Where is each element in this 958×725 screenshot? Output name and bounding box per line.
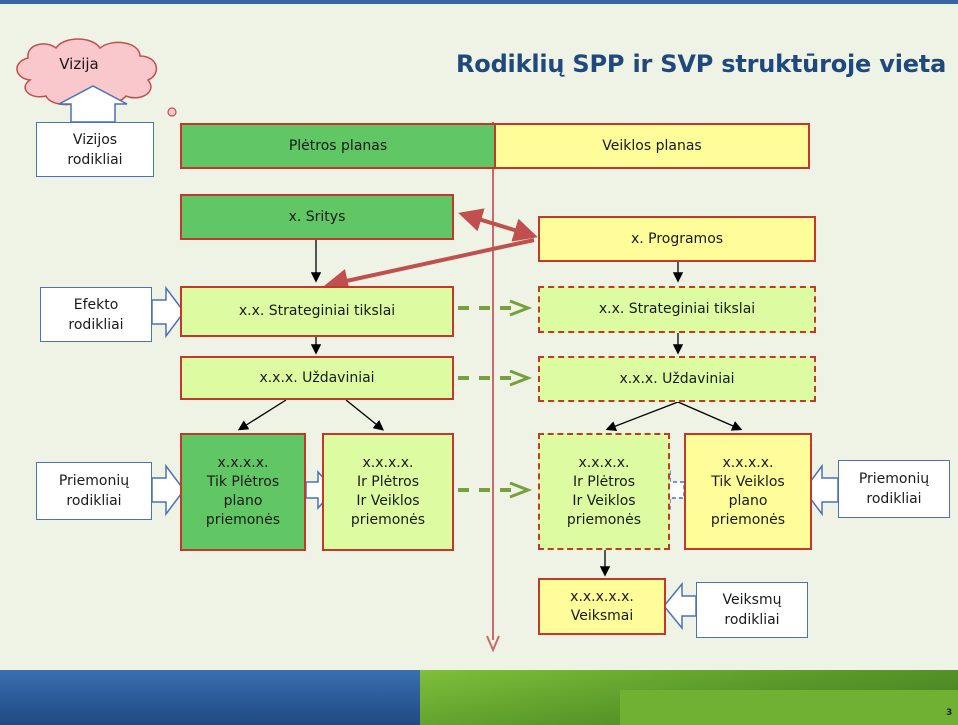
measure-line: Ir Veiklos (356, 493, 420, 509)
right-measures-only-box: x.x.x.x. Tik Veiklos plano priemonės (684, 433, 812, 550)
indicator-line: Priemonių (858, 471, 930, 487)
measure-line: priemonės (350, 512, 426, 528)
right-measures-both-box: x.x.x.x. Ir Plėtros Ir Veiklos priemonės (538, 433, 670, 550)
top-rule (0, 0, 958, 4)
indicator-line: rodikliai (67, 151, 123, 168)
left-strategic-goals-box: x.x. Strateginiai tikslai (180, 286, 454, 337)
measure-line: priemonės (205, 512, 281, 528)
effect-indicator-arrow (151, 285, 185, 339)
bottom-grass-field (620, 690, 958, 725)
left-measures-only-box: x.x.x.x. Tik Plėtros plano priemonės (180, 433, 306, 551)
indicator-line: rodikliai (724, 612, 780, 628)
vision-label: Vizija (59, 54, 99, 73)
vision-indicator-arrow (58, 85, 128, 123)
right-tasks-box: x.x.x. Uždaviniai (538, 356, 816, 402)
vision-cloud (16, 38, 204, 134)
activity-plan-header: Veiklos planas (494, 123, 810, 169)
measure-line: x.x.x.x. (362, 455, 414, 471)
indicator-line: Veiksmų (722, 592, 782, 608)
indicator-line: Vizijos (72, 131, 118, 148)
development-plan-header: Plėtros planas (180, 123, 496, 169)
measure-line: Tik Veiklos (711, 473, 785, 490)
measure-line: plano (223, 493, 263, 509)
vision-indicators-label: Vizijos rodikliai (36, 122, 154, 177)
indicator-line: rodikliai (66, 493, 122, 509)
measures-right-indicator-arrow (803, 463, 839, 517)
measure-line: plano (728, 492, 768, 509)
measure-line: Ir Plėtros (356, 474, 420, 490)
measures-indicators-left-label: Priemonių rodikliai (36, 462, 152, 520)
measure-line: x.x.x.x. (722, 454, 774, 471)
measure-line: x.x.x.x. (578, 454, 630, 471)
action-line: x.x.x.x.x. (570, 588, 634, 605)
indicator-line: Efekto (73, 296, 119, 313)
slide-title: Rodiklių SPP ir SVP struktūroje vieta (456, 50, 947, 78)
indicator-line: rodikliai (68, 316, 124, 333)
actions-indicators-label: Veiksmų rodikliai (696, 582, 808, 638)
actions-box: x.x.x.x.x. Veiksmai (538, 578, 666, 635)
measure-line: priemonės (710, 511, 786, 528)
page-number: 3 (946, 708, 953, 718)
measures-left-indicator-arrow (151, 463, 185, 517)
measure-line: priemonės (566, 511, 642, 528)
measure-line: Ir Plėtros (572, 473, 636, 490)
effect-indicators-label: Efekto rodikliai (40, 287, 152, 342)
left-tasks-box: x.x.x. Uždaviniai (180, 356, 454, 400)
areas-box: x. Sritys (180, 194, 454, 240)
right-strategic-goals-box: x.x. Strateginiai tikslai (538, 286, 816, 333)
left-measures-both-box: x.x.x.x. Ir Plėtros Ir Veiklos priemonės (322, 433, 454, 551)
programs-box: x. Programos (538, 216, 816, 262)
indicator-line: Priemonių (58, 473, 130, 489)
measure-line: Ir Veiklos (572, 492, 636, 509)
actions-indicator-arrow (663, 581, 697, 631)
measure-line: x.x.x.x. (217, 455, 269, 471)
action-line: Veiksmai (570, 607, 634, 624)
measure-line: Tik Plėtros (206, 474, 280, 490)
measures-indicators-right-label: Priemonių rodikliai (838, 460, 950, 518)
indicator-line: rodikliai (866, 491, 922, 507)
